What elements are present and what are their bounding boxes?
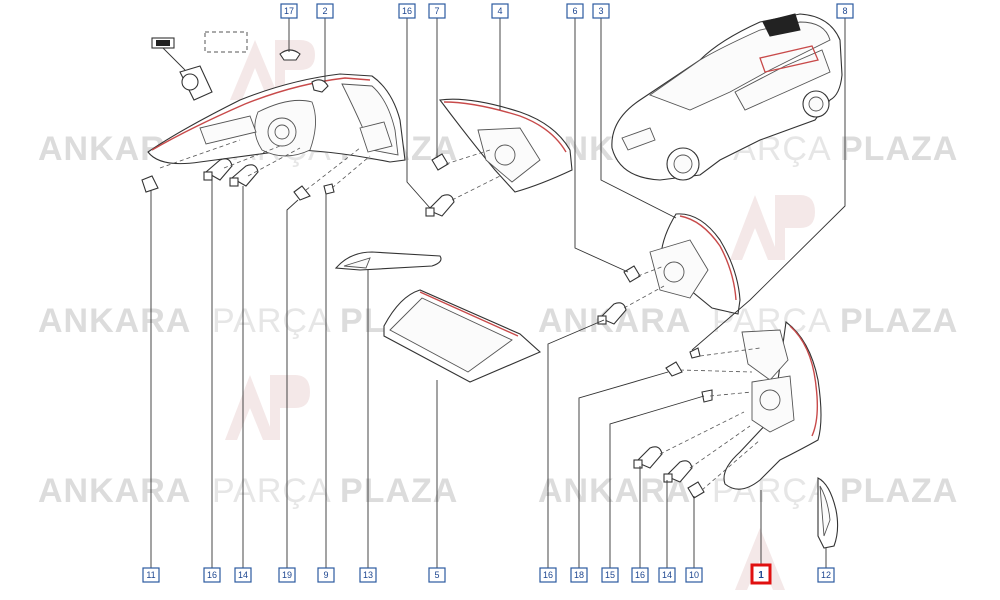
callout-2[interactable]: 2 xyxy=(316,3,334,19)
side-marker-12 xyxy=(817,477,839,549)
callout-label: 6 xyxy=(572,6,577,16)
watermark-text-plaza: PLAZA xyxy=(840,130,958,168)
callout-label: 18 xyxy=(574,570,584,580)
watermark-text-plaza: PLAZA xyxy=(840,472,958,510)
callout-label: 5 xyxy=(434,570,439,580)
callout-label: 12 xyxy=(821,570,831,580)
nut-11-icon xyxy=(141,175,159,193)
callout-19[interactable]: 19 xyxy=(278,567,296,583)
callout-16-c[interactable]: 16 xyxy=(631,567,649,583)
callout-label: 1 xyxy=(758,570,764,581)
callout-17[interactable]: 17 xyxy=(280,3,298,19)
clip-18-icon xyxy=(665,361,683,377)
reflector-13 xyxy=(334,251,442,271)
callout-3[interactable]: 3 xyxy=(592,3,610,19)
clip-15-icon xyxy=(701,389,713,403)
callout-6[interactable]: 6 xyxy=(566,3,584,19)
watermark-text-plaza: PLAZA xyxy=(340,472,458,510)
tail-lamp-outer-assembly xyxy=(147,73,406,165)
callout-1-selected[interactable]: 1 xyxy=(750,563,772,585)
callout-label: 3 xyxy=(598,6,603,16)
ap-logo-watermark xyxy=(225,375,310,440)
grommet-icon xyxy=(311,79,329,93)
callout-16-top[interactable]: 16 xyxy=(398,3,416,19)
callout-label: 19 xyxy=(282,570,292,580)
callout-13[interactable]: 13 xyxy=(359,567,377,583)
clip-19-icon xyxy=(293,185,311,201)
watermark-text-parca: PARÇA xyxy=(212,302,332,340)
trim-panel-5 xyxy=(383,289,542,383)
nut-7-icon xyxy=(431,153,449,171)
nut-6-icon xyxy=(623,265,641,283)
callout-label: 4 xyxy=(497,6,502,16)
bulb-14-icon xyxy=(229,164,259,187)
clip-17-icon xyxy=(279,49,301,61)
callout-8[interactable]: 8 xyxy=(836,3,854,19)
ap-logo-watermark xyxy=(730,195,815,260)
screw-9-icon xyxy=(323,183,335,195)
callout-label: 13 xyxy=(363,570,373,580)
callout-label: 8 xyxy=(842,6,847,16)
tail-lamp-inner-assembly xyxy=(438,98,573,193)
callout-4[interactable]: 4 xyxy=(491,3,509,19)
bulb-14-low-icon xyxy=(663,460,693,483)
callout-label: 9 xyxy=(323,570,328,580)
callout-18[interactable]: 18 xyxy=(570,567,588,583)
bulb-16-mid-icon xyxy=(597,302,627,325)
callout-label: 16 xyxy=(207,570,217,580)
callout-label: 10 xyxy=(689,570,699,580)
screw-18-icon xyxy=(689,347,701,359)
callout-14-b[interactable]: 14 xyxy=(658,567,676,583)
watermark-text-ankara: ANKARA xyxy=(38,472,191,510)
callout-label: 16 xyxy=(402,6,412,16)
leader-lines xyxy=(150,16,846,570)
ap-logo-watermark xyxy=(735,528,785,590)
watermark-text-plaza: PLAZA xyxy=(840,302,958,340)
callout-label: 15 xyxy=(605,570,615,580)
watermark-text-ankara: ANKARA xyxy=(38,302,191,340)
callout-7[interactable]: 7 xyxy=(428,3,446,19)
callout-16-a[interactable]: 16 xyxy=(203,567,221,583)
callout-label: 2 xyxy=(322,6,327,16)
callout-label: 16 xyxy=(543,570,553,580)
callout-label: 16 xyxy=(635,570,645,580)
tail-lamp-rear-assembly xyxy=(649,213,741,315)
callout-12[interactable]: 12 xyxy=(817,567,835,583)
callout-label: 11 xyxy=(146,570,155,580)
bulb-16-low-icon xyxy=(633,446,663,469)
callout-16-b[interactable]: 16 xyxy=(539,567,557,583)
nut-10-icon xyxy=(687,481,705,499)
callout-label: 7 xyxy=(434,6,439,16)
bulb-holder-icon xyxy=(151,31,248,101)
callout-9[interactable]: 9 xyxy=(317,567,335,583)
bulb-16-icon xyxy=(203,158,233,181)
bulb-16-top-icon xyxy=(425,194,455,217)
callout-14-a[interactable]: 14 xyxy=(234,567,252,583)
tail-lamp-lower-assembly xyxy=(723,320,822,490)
callout-11[interactable]: 11 xyxy=(142,567,160,583)
vehicle-illustration xyxy=(611,13,843,181)
callout-label: 17 xyxy=(284,6,294,16)
callout-5[interactable]: 5 xyxy=(428,567,446,583)
callout-10[interactable]: 10 xyxy=(685,567,703,583)
callout-label: 14 xyxy=(662,570,672,580)
callout-15[interactable]: 15 xyxy=(601,567,619,583)
callout-label: 14 xyxy=(238,570,248,580)
watermark-text-parca: PARÇA xyxy=(212,472,332,510)
